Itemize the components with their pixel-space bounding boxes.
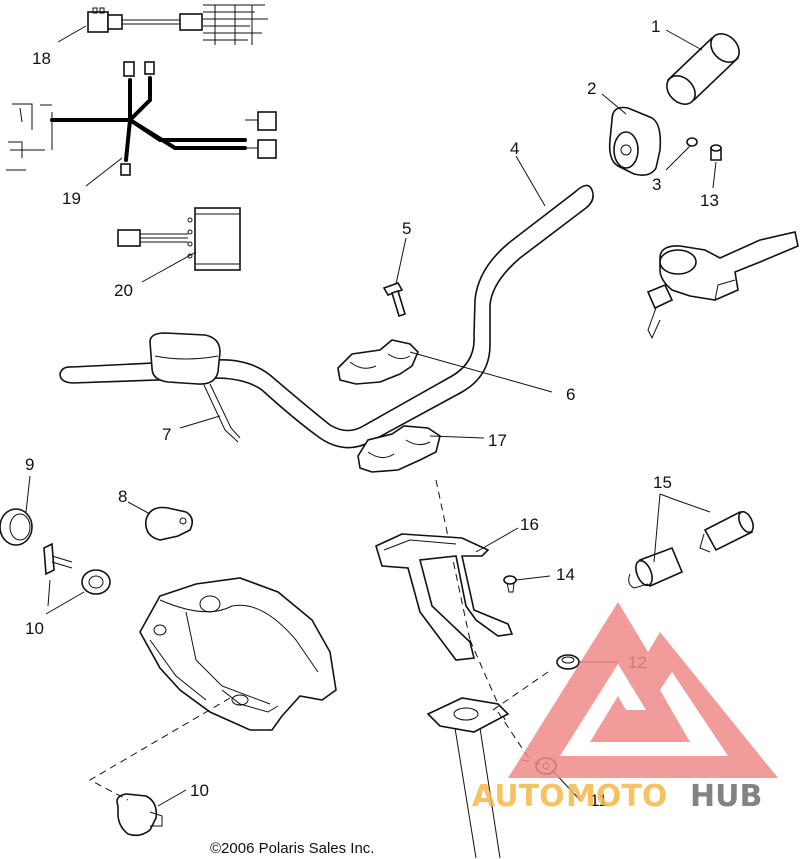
part-10-switch-lower (116, 793, 163, 837)
watermark-text-moto: MOTO (566, 779, 667, 814)
part-17-lower-clamp (357, 425, 441, 473)
part-16-bracket (375, 533, 514, 661)
part-15-grip-pair (628, 510, 754, 589)
callout-3: 3 (652, 175, 661, 194)
watermark-triangle (508, 602, 778, 778)
callout-20: 20 (114, 281, 133, 300)
part-20-module (117, 207, 241, 271)
callout-9: 9 (25, 455, 34, 474)
callout-4: 4 (510, 139, 519, 158)
part-10-switch-upper (43, 542, 111, 595)
part-12-bushing (556, 654, 580, 670)
callout-19: 19 (62, 189, 81, 208)
callout-16: 16 (520, 515, 539, 534)
callout-13: 13 (700, 191, 719, 210)
part-8-indicator (144, 506, 194, 541)
callout-17: 17 (488, 431, 507, 450)
watermark-text-hub: HUB (690, 779, 762, 814)
part-3-screw (686, 137, 698, 147)
watermark-logo: AUTO MOTO HUB (472, 602, 778, 814)
part-4-handlebar (59, 184, 594, 449)
callout-18: 18 (32, 49, 51, 68)
headlight-pod (139, 577, 337, 731)
callout-labels: 1 2 3 4 5 6 7 8 9 10 10 11 12 13 14 15 1… (25, 17, 719, 810)
callout-5: 5 (402, 219, 411, 238)
callout-11: 11 (590, 791, 608, 810)
callout-1: 1 (651, 17, 660, 36)
part-19-wiring-harness (6, 61, 277, 176)
part-13-plug (710, 144, 722, 161)
part-9-cap (0, 508, 33, 546)
callout-7: 7 (162, 425, 171, 444)
part-14-screw (503, 575, 517, 593)
part-7-switch-assembly (149, 332, 241, 443)
brake-lever-assembly (646, 231, 799, 340)
callout-15: 15 (653, 473, 672, 492)
callout-10-upper: 10 (25, 619, 44, 638)
callout-8: 8 (118, 487, 127, 506)
callout-14: 14 (556, 565, 575, 584)
part-1-grip (666, 33, 740, 105)
part-2-throttle-housing (608, 106, 662, 176)
steering-plate (426, 697, 510, 859)
part-5-bolt (382, 282, 406, 318)
callout-10-lower: 10 (190, 781, 209, 800)
callout-6: 6 (566, 385, 575, 404)
callout-2: 2 (587, 79, 596, 98)
part-6-upper-clamp (337, 339, 419, 385)
part-18-harness-connector (87, 4, 268, 45)
copyright-text: ©2006 Polaris Sales Inc. (210, 840, 374, 857)
watermark-text-auto: AUTO (472, 779, 565, 814)
